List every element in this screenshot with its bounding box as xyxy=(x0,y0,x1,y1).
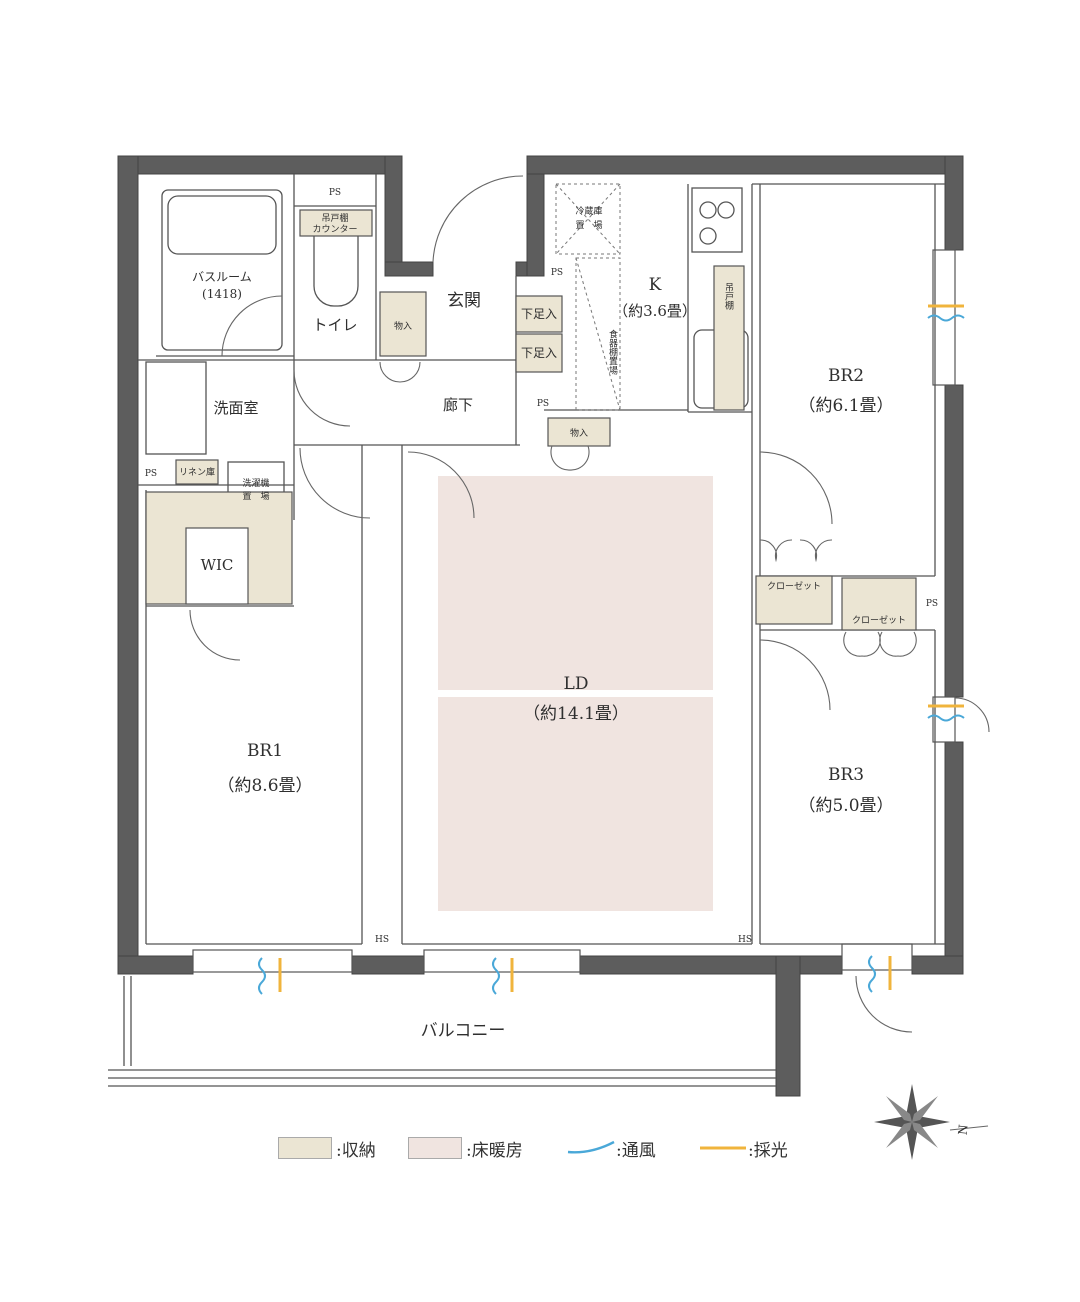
label-closet-br2: クローゼット xyxy=(767,580,821,592)
airflow-markers xyxy=(258,304,965,995)
floor-heating-zone-lower xyxy=(438,697,713,911)
label-washer-2: 置 場 xyxy=(242,490,269,502)
ventilation-icon xyxy=(567,1140,615,1154)
legend-daylight-label: :採光 xyxy=(748,1140,788,1161)
label-ps-washroom: PS xyxy=(145,469,157,479)
exterior-walls xyxy=(117,155,964,1097)
balcony-outline xyxy=(108,976,776,1087)
legend-daylight: :採光 xyxy=(698,1136,788,1161)
label-kitchen-size: （約3.6畳） xyxy=(613,302,697,320)
label-linen: リネン庫 xyxy=(179,466,215,478)
label-toilet: トイレ xyxy=(312,316,357,334)
label-corridor: 廊下 xyxy=(443,396,473,414)
label-wic: WIC xyxy=(201,556,234,574)
compass-north-label: N xyxy=(956,1124,971,1136)
label-ps-br: PS xyxy=(926,599,938,609)
legend-floor-heating: :床暖房 xyxy=(408,1136,523,1161)
windows xyxy=(192,249,956,973)
label-dish-shelf: 食器棚置場 xyxy=(607,328,618,375)
label-balcony: バルコニー xyxy=(421,1021,506,1041)
label-br3-size: （約5.0畳） xyxy=(798,796,893,816)
legend-floor-heating-swatch xyxy=(408,1137,462,1159)
daylight-icon xyxy=(700,1146,746,1150)
label-ps-kitchen: PS xyxy=(551,268,563,278)
legend-storage-label: :収納 xyxy=(336,1140,376,1161)
label-kitchen: K xyxy=(649,275,662,295)
legend-storage-swatch xyxy=(278,1137,332,1159)
label-bathroom: バスルーム xyxy=(192,270,252,284)
label-storage-ld: 物入 xyxy=(570,427,588,439)
compass-rose-icon xyxy=(874,1084,989,1160)
label-entrance: 玄関 xyxy=(447,291,481,311)
label-fridge-1: 冷蔵庫 xyxy=(575,205,602,217)
legend-floor-heating-label: :床暖房 xyxy=(466,1140,523,1161)
label-washroom: 洗面室 xyxy=(213,399,258,417)
label-ld-size: （約14.1畳） xyxy=(523,704,629,724)
label-br1: BR1 xyxy=(247,741,283,761)
label-closet-br3: クローゼット xyxy=(852,614,906,626)
label-fridge-2: 置 場 xyxy=(575,219,602,231)
label-ld: LD xyxy=(564,674,589,694)
label-hanging-shelf: 吊戸棚 xyxy=(723,282,734,310)
legend-storage: :収納 xyxy=(278,1136,376,1161)
interior-walls xyxy=(138,174,945,945)
label-hanging-1: 吊戸棚 xyxy=(321,212,348,224)
label-br2: BR2 xyxy=(828,366,864,386)
label-hanging-2: カウンター xyxy=(312,224,357,235)
label-hs-ld: HS xyxy=(375,935,389,945)
label-ps-toilet: PS xyxy=(329,188,341,198)
legend-ventilation: :通風 xyxy=(566,1136,656,1161)
label-ps-corridor: PS xyxy=(537,399,549,409)
fixtures xyxy=(145,183,749,521)
label-shoe-box-2: 下足入 xyxy=(521,346,557,360)
label-storage-entrance: 物入 xyxy=(394,320,412,332)
label-shoe-box-1: 下足入 xyxy=(521,307,557,321)
storage-blocks xyxy=(145,209,917,631)
label-hs-br3: HS xyxy=(738,935,752,945)
label-br1-size: （約8.6畳） xyxy=(217,776,312,796)
label-bathroom-size: (1418) xyxy=(202,287,242,301)
label-br2-size: （約6.1畳） xyxy=(798,396,893,416)
label-br3: BR3 xyxy=(828,765,864,785)
doors xyxy=(189,175,990,1033)
legend-ventilation-label: :通風 xyxy=(616,1140,656,1161)
label-washer-1: 洗濯機 xyxy=(242,477,269,489)
floor-heating-zone-upper xyxy=(438,476,713,690)
